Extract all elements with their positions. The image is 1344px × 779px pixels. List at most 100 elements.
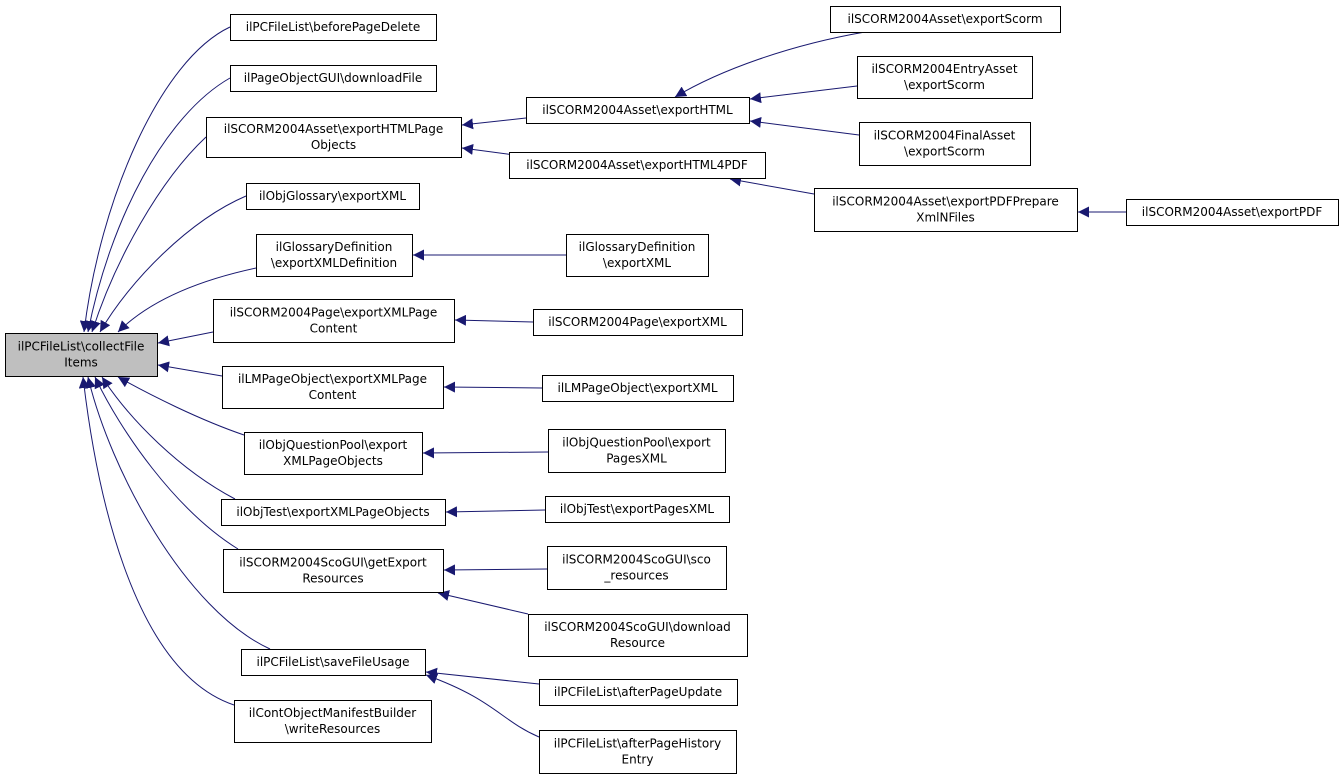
edge-lm_page_export_xml_content-to-root	[157, 361, 223, 377]
edge-asset_export_html-to-export_html_page_objects	[461, 117, 527, 130]
node-label-line: \exportScorm	[904, 78, 985, 92]
node-after_page_update[interactable]: ilPCFileList\afterPageUpdate	[539, 679, 738, 706]
node-box[interactable]	[539, 730, 737, 774]
node-label-line: ilSCORM2004Page\exportXMLPage	[230, 306, 438, 320]
node-label-line: \exportScorm	[904, 145, 985, 159]
node-label-line: ilSCORM2004FinalAsset	[874, 129, 1016, 143]
edge-final_asset_export_scorm-to-asset_export_html	[749, 116, 860, 136]
node-label-line: Content	[309, 388, 357, 402]
node-download_file[interactable]: ilPageObjectGUI\downloadFile	[230, 65, 437, 92]
edge-asset_export_pdf_prepare-to-asset_export_html4pdf	[729, 175, 815, 195]
node-glossary_def_export_xml[interactable]: ilGlossaryDefinition\exportXML	[566, 234, 709, 277]
node-box[interactable]	[526, 97, 750, 124]
edge-obj_glossary_export_xml-to-root	[99, 195, 247, 333]
node-asset_export_pdf_prepare[interactable]: ilSCORM2004Asset\exportPDFPrepareXmlNFil…	[814, 188, 1078, 232]
node-box[interactable]	[857, 56, 1033, 99]
node-asset_export_pdf[interactable]: ilSCORM2004Asset\exportPDF	[1126, 199, 1339, 226]
node-box[interactable]	[5, 333, 158, 377]
node-manifest_write_resources[interactable]: ilContObjectManifestBuilder\writeResourc…	[234, 700, 432, 743]
node-box[interactable]	[234, 700, 432, 743]
node-box[interactable]	[542, 375, 734, 402]
node-box[interactable]	[1126, 199, 1339, 226]
node-asset_export_scorm[interactable]: ilSCORM2004Asset\exportScorm	[830, 6, 1061, 33]
node-label-line: ilSCORM2004Asset\exportScorm	[847, 12, 1042, 26]
node-label-line: _resources	[603, 569, 668, 583]
node-label-line: PagesXML	[606, 452, 667, 466]
node-entry_asset_export_scorm[interactable]: ilSCORM2004EntryAsset \exportScorm	[857, 56, 1033, 99]
edge-entry_asset_export_scorm-to-asset_export_html	[749, 85, 858, 104]
node-box[interactable]	[241, 649, 426, 676]
node-label-line: ilObjGlossary\exportXML	[259, 189, 406, 203]
node-box[interactable]	[528, 614, 748, 657]
node-box[interactable]	[548, 429, 726, 473]
node-box[interactable]	[221, 499, 446, 526]
node-label-line: XmlNFiles	[916, 211, 975, 225]
node-obj_glossary_export_xml[interactable]: ilObjGlossary\exportXML	[246, 183, 420, 210]
node-box[interactable]	[206, 117, 462, 158]
node-box[interactable]	[814, 188, 1078, 232]
node-scorm_page_export_xml[interactable]: ilSCORM2004Page\exportXML	[533, 309, 743, 336]
node-label-line: Objects	[311, 138, 356, 152]
node-box[interactable]	[244, 432, 423, 475]
edge-qpool_export_pages_xml-to-qpool_export_xml_page_objects	[422, 447, 549, 459]
node-test_export_pages_xml[interactable]: ilObjTest\exportPagesXML	[545, 496, 730, 523]
node-box[interactable]	[509, 152, 766, 179]
node-label-line: ilSCORM2004ScoGUI\getExport	[239, 556, 427, 570]
node-box[interactable]	[256, 234, 413, 277]
node-sco_gui_sco_resources[interactable]: ilSCORM2004ScoGUI\sco_resources	[547, 546, 727, 590]
node-box[interactable]	[230, 65, 437, 92]
node-before_page_delete[interactable]: ilPCFileList\beforePageDelete	[230, 14, 437, 41]
edge-scorm_page_export_xml_content-to-root	[157, 331, 214, 347]
node-final_asset_export_scorm[interactable]: ilSCORM2004FinalAsset \exportScorm	[859, 122, 1031, 166]
node-label-line: Resource	[610, 636, 665, 650]
node-label-line: ilSCORM2004Asset\exportHTML	[542, 103, 733, 117]
node-label-line: ilObjQuestionPool\export	[259, 438, 408, 452]
edge-asset_export_scorm-to-asset_export_html	[674, 31, 866, 98]
edge-qpool_export_xml_page_objects-to-root	[117, 376, 245, 436]
node-label-line: ilSCORM2004Asset\exportPDFPrepare	[832, 195, 1059, 209]
node-box[interactable]	[246, 183, 420, 210]
node-label-line: ilObjTest\exportPagesXML	[560, 502, 714, 516]
node-label-line: Resources	[302, 572, 363, 586]
node-box[interactable]	[547, 546, 727, 590]
node-glossary_def_export_xml_def[interactable]: ilGlossaryDefinition\exportXMLDefinition	[256, 234, 413, 277]
edge-layer	[78, 26, 1126, 738]
node-box[interactable]	[223, 549, 444, 593]
node-box[interactable]	[533, 309, 743, 336]
edge-export_html_page_objects-to-root	[90, 136, 207, 333]
node-box[interactable]	[539, 679, 738, 706]
node-lm_page_export_xml[interactable]: ilLMPageObject\exportXML	[542, 375, 734, 402]
node-test_export_xml_page_objects[interactable]: ilObjTest\exportXMLPageObjects	[221, 499, 446, 526]
node-box[interactable]	[545, 496, 730, 523]
node-asset_export_html[interactable]: ilSCORM2004Asset\exportHTML	[526, 97, 750, 124]
node-label-line: XMLPageObjects	[283, 454, 383, 468]
edge-before_page_delete-to-root	[79, 26, 231, 333]
node-label-line: ilSCORM2004EntryAsset	[871, 62, 1017, 76]
node-box[interactable]	[230, 14, 437, 41]
edge-save_file_usage-to-root	[85, 376, 271, 650]
edge-scorm_page_export_xml-to-scorm_page_export_xml_content	[454, 314, 534, 326]
node-box[interactable]	[859, 122, 1031, 166]
node-qpool_export_pages_xml[interactable]: ilObjQuestionPool\exportPagesXML	[548, 429, 726, 473]
node-box[interactable]	[213, 299, 455, 343]
node-label-line: ilPCFileList\afterPageUpdate	[554, 685, 722, 699]
node-label-line: Items	[64, 356, 98, 370]
node-box[interactable]	[566, 234, 709, 277]
edge-sco_gui_sco_resources-to-sco_gui_get_export_resources	[443, 564, 548, 576]
node-qpool_export_xml_page_objects[interactable]: ilObjQuestionPool\exportXMLPageObjects	[244, 432, 423, 475]
node-save_file_usage[interactable]: ilPCFileList\saveFileUsage	[241, 649, 426, 676]
node-label-line: ilSCORM2004Page\exportXML	[548, 315, 727, 329]
node-asset_export_html4pdf[interactable]: ilSCORM2004Asset\exportHTML4PDF	[509, 152, 766, 179]
node-box[interactable]	[830, 6, 1061, 33]
node-label-line: ilLMPageObject\exportXML	[557, 381, 717, 395]
node-label-line: \exportXMLDefinition	[271, 256, 397, 270]
node-box[interactable]	[222, 366, 444, 409]
